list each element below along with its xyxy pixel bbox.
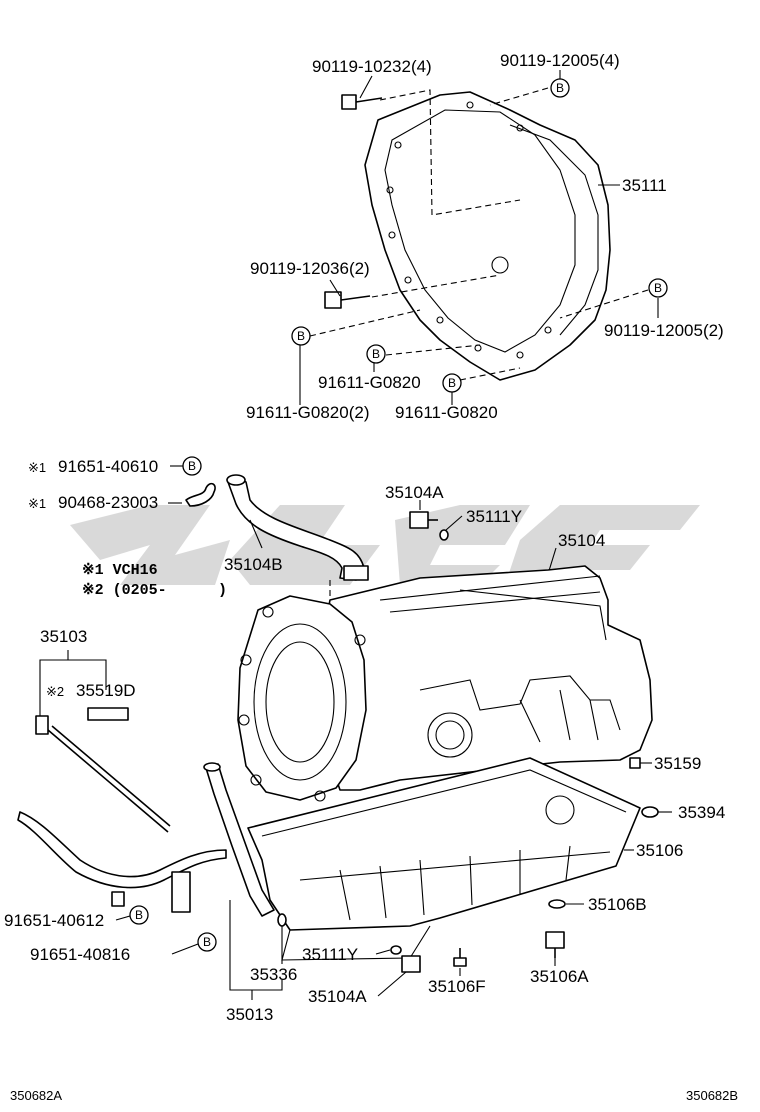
ref-b-circle: B — [648, 278, 668, 298]
note-mark-2: ※2 — [46, 684, 64, 699]
note-vch16: ※1 VCH16 — [82, 562, 158, 579]
converter-housing — [364, 91, 611, 381]
callout-35159: 35159 — [654, 754, 701, 773]
plug-35104a-bottom — [401, 955, 421, 973]
callout-35104a-bottom: 35104A — [308, 987, 367, 1006]
svg-text:B: B — [203, 935, 211, 949]
ref-b-circle: B — [129, 905, 149, 925]
callout-35104: 35104 — [558, 531, 605, 550]
note-mark-1b: ※1 — [28, 496, 46, 511]
callout-91611-g0820-2: 91611-G0820(2) — [246, 403, 370, 422]
ref-b-circle: B — [442, 373, 462, 393]
callout-90119-12005-4: 90119-12005(4) — [500, 51, 620, 70]
callout-35111y-bottom: 35111Y — [302, 945, 358, 964]
oil-pan — [247, 757, 641, 961]
svg-text:B: B — [188, 459, 196, 473]
magnet-35159 — [629, 757, 641, 769]
callout-35394: 35394 — [678, 803, 725, 822]
callout-35103: 35103 — [40, 627, 87, 646]
callout-35106: 35106 — [636, 841, 683, 860]
washer-35106b — [548, 899, 566, 909]
plug-35104a-top — [409, 511, 438, 529]
bolt-90119-10232 — [341, 94, 383, 110]
note-date: ※2 (0205- — [82, 582, 167, 599]
bolt-90119-12036 — [324, 291, 371, 309]
o-ring-35111y-bottom — [390, 945, 402, 955]
clamp-90468 — [185, 482, 216, 507]
o-ring-35336 — [277, 913, 287, 927]
ref-b-circle: B — [197, 932, 217, 952]
svg-text:B: B — [654, 281, 662, 295]
callout-35104a-top: 35104A — [385, 483, 444, 502]
note-mark-1: ※1 — [28, 460, 46, 475]
image-code-left: 350682A — [10, 1088, 62, 1103]
bell-housing — [237, 595, 367, 802]
note-date-close: ) — [218, 582, 227, 599]
callout-91651-40612: 91651-40612 — [4, 911, 104, 930]
callout-35106a: 35106A — [530, 967, 589, 986]
svg-text:B: B — [135, 908, 143, 922]
callout-35104b: 35104B — [224, 555, 283, 574]
callout-91651-40816: 91651-40816 — [30, 945, 130, 964]
ref-b-circle: B — [291, 326, 311, 346]
callout-90468-23003: 90468-23003 — [58, 493, 158, 512]
dipstick-35103 — [35, 707, 171, 833]
callout-91611-g0820-b: 91611-G0820 — [395, 403, 498, 422]
callout-35106f: 35106F — [428, 977, 486, 996]
svg-text:B: B — [448, 376, 456, 390]
ref-b-circle: B — [366, 344, 386, 364]
svg-text:B: B — [556, 81, 564, 95]
callout-35111: 35111 — [622, 176, 667, 195]
callout-35519d: 35519D — [76, 681, 136, 700]
callout-35336: 35336 — [250, 965, 297, 984]
breather-hose — [226, 474, 369, 581]
bolt-35106a — [545, 931, 565, 958]
ref-b-circle: B — [550, 78, 570, 98]
callout-91611-g0820-a: 91611-G0820 — [318, 373, 421, 392]
callout-91651-40610: 91651-40610 — [58, 457, 158, 476]
oil-cooler-line — [17, 811, 227, 913]
image-code-right: 350682B — [686, 1088, 738, 1103]
clip-35394 — [641, 806, 659, 818]
transmission-case — [319, 565, 653, 791]
callout-35111y-top: 35111Y — [466, 507, 522, 526]
svg-text:B: B — [297, 329, 305, 343]
ref-b-circle: B — [182, 456, 202, 476]
callout-90119-10232: 90119-10232(4) — [312, 57, 432, 76]
watermark-logo — [70, 505, 700, 585]
o-ring-35111y-top — [439, 529, 449, 541]
callout-35106b: 35106B — [588, 895, 647, 914]
svg-text:B: B — [372, 347, 380, 361]
callout-35013: 35013 — [226, 1005, 273, 1024]
callout-90119-12036: 90119-12036(2) — [250, 259, 370, 278]
bolt-35106f — [453, 948, 467, 967]
callout-90119-12005-2: 90119-12005(2) — [604, 321, 724, 340]
filler-tube-35013 — [203, 762, 275, 917]
